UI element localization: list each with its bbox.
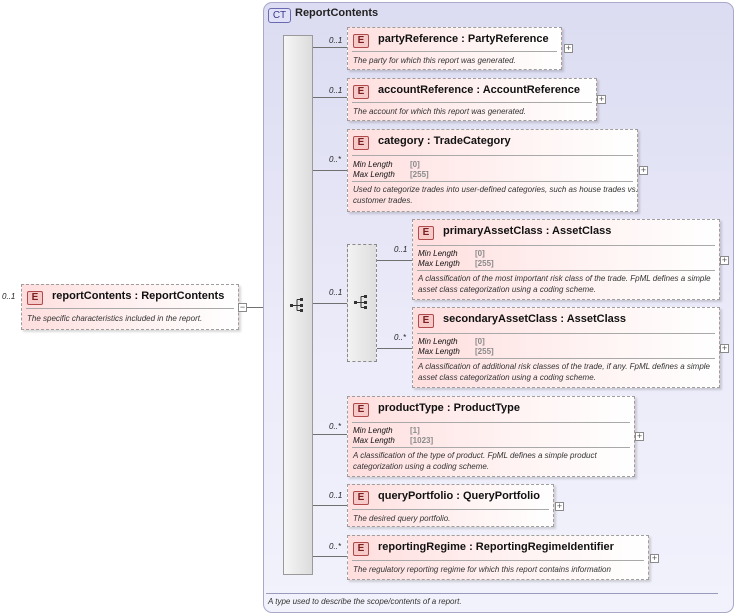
cardinality: 0..* [329, 422, 342, 431]
cardinality: 0..* [394, 333, 407, 342]
plus-icon[interactable]: + [650, 553, 659, 563]
facet-value: [0] [410, 160, 420, 169]
connector [313, 556, 347, 557]
element-description: A classification of the type of product.… [353, 451, 597, 471]
facet-value: [0] [475, 337, 485, 346]
element-title: secondaryAssetClass : AssetClass [443, 313, 627, 325]
connector [313, 170, 347, 171]
footer-divider [266, 593, 718, 594]
facet-value: [1023] [410, 436, 434, 445]
plus-icon[interactable]: + [720, 343, 729, 353]
divider [352, 51, 557, 52]
cardinality: 0..1 [329, 491, 343, 500]
element-badge: E [27, 291, 43, 305]
element-badge: E [353, 491, 369, 505]
complex-type-title: ReportContents [295, 7, 379, 19]
cardinality: 0..1 [394, 245, 408, 254]
facet-value: [1] [410, 426, 420, 435]
connector [313, 303, 347, 304]
divider [352, 509, 549, 510]
divider [352, 102, 592, 103]
root-cardinality: 0..1 [2, 292, 16, 301]
connector [313, 97, 347, 98]
divider [417, 358, 715, 359]
facet-label: Min Length [353, 426, 393, 435]
element-partyReference[interactable]: E partyReference : PartyReference The pa… [347, 27, 562, 70]
element-description: The regulatory reporting regime for whic… [353, 565, 611, 574]
connector [377, 348, 412, 349]
element-badge: E [418, 226, 434, 240]
facet-label: Min Length [353, 160, 393, 169]
divider [352, 560, 644, 561]
divider [352, 447, 630, 448]
plus-icon[interactable]: + [635, 431, 644, 441]
connector [313, 505, 347, 506]
connector [313, 434, 347, 435]
complex-type-badge: CT [268, 8, 291, 23]
facet-value: [0] [475, 249, 485, 258]
element-title: primaryAssetClass : AssetClass [443, 225, 612, 237]
facet-label: Max Length [418, 259, 460, 268]
element-productType[interactable]: E productType : ProductType Min Length [… [347, 396, 635, 477]
connector [377, 260, 412, 261]
element-title: productType : ProductType [378, 402, 520, 414]
divider [26, 308, 234, 309]
element-badge: E [353, 403, 369, 417]
element-badge: E [353, 542, 369, 556]
facet-value: [255] [410, 170, 429, 179]
cardinality: 0..1 [329, 288, 343, 297]
element-description: The desired query portfolio. [353, 514, 451, 523]
element-primaryAssetClass[interactable]: E primaryAssetClass : AssetClass Min Len… [412, 219, 720, 300]
plus-icon[interactable]: + [597, 94, 606, 104]
divider [417, 333, 715, 334]
element-title: partyReference : PartyReference [378, 33, 549, 45]
facet-label: Min Length [418, 249, 458, 258]
plus-icon[interactable]: + [564, 43, 573, 53]
facet-label: Max Length [418, 347, 460, 356]
element-title: reportingRegime : ReportingRegimeIdentif… [378, 541, 614, 553]
plus-icon[interactable]: + [720, 255, 729, 265]
element-badge: E [353, 34, 369, 48]
element-badge: E [353, 136, 369, 150]
element-title: category : TradeCategory [378, 135, 511, 147]
element-description: A classification of additional risk clas… [418, 362, 710, 382]
element-description: The party for which this report was gene… [353, 56, 516, 65]
collapse-icon[interactable]: − [238, 302, 247, 312]
facet-label: Max Length [353, 436, 395, 445]
complex-type-description: A type used to describe the scope/conten… [268, 597, 462, 606]
plus-icon[interactable]: + [639, 165, 648, 175]
element-accountReference[interactable]: E accountReference : AccountReference Th… [347, 78, 597, 121]
divider [417, 245, 715, 246]
element-reportingRegime[interactable]: E reportingRegime : ReportingRegimeIdent… [347, 535, 649, 580]
divider [352, 422, 630, 423]
connector [313, 47, 347, 48]
element-title: reportContents : ReportContents [52, 290, 225, 302]
element-badge: E [353, 85, 369, 99]
plus-icon[interactable]: + [555, 501, 564, 511]
divider [352, 155, 633, 156]
root-element-reportContents[interactable]: E reportContents : ReportContents The sp… [21, 284, 239, 330]
divider [352, 181, 633, 182]
sequence-icon [354, 295, 367, 309]
element-queryPortfolio[interactable]: E queryPortfolio : QueryPortfolio The de… [347, 484, 554, 527]
element-category[interactable]: E category : TradeCategory Min Length [0… [347, 129, 638, 212]
sequence-icon [290, 298, 303, 312]
element-title: queryPortfolio : QueryPortfolio [378, 490, 540, 502]
cardinality: 0..* [329, 155, 342, 164]
element-badge: E [418, 314, 434, 328]
facet-label: Min Length [418, 337, 458, 346]
element-description: A classification of the most important r… [418, 274, 711, 294]
divider [417, 270, 715, 271]
cardinality: 0..1 [329, 36, 343, 45]
element-description: The account for which this report was ge… [353, 107, 526, 116]
facet-label: Max Length [353, 170, 395, 179]
element-description: Used to categorize trades into user-defi… [353, 185, 638, 205]
facet-value: [255] [475, 347, 494, 356]
element-secondaryAssetClass[interactable]: E secondaryAssetClass : AssetClass Min L… [412, 307, 720, 388]
element-description: The specific characteristics included in… [27, 314, 203, 323]
element-title: accountReference : AccountReference [378, 84, 580, 96]
facet-value: [255] [475, 259, 494, 268]
cardinality: 0..* [329, 542, 342, 551]
cardinality: 0..1 [329, 86, 343, 95]
